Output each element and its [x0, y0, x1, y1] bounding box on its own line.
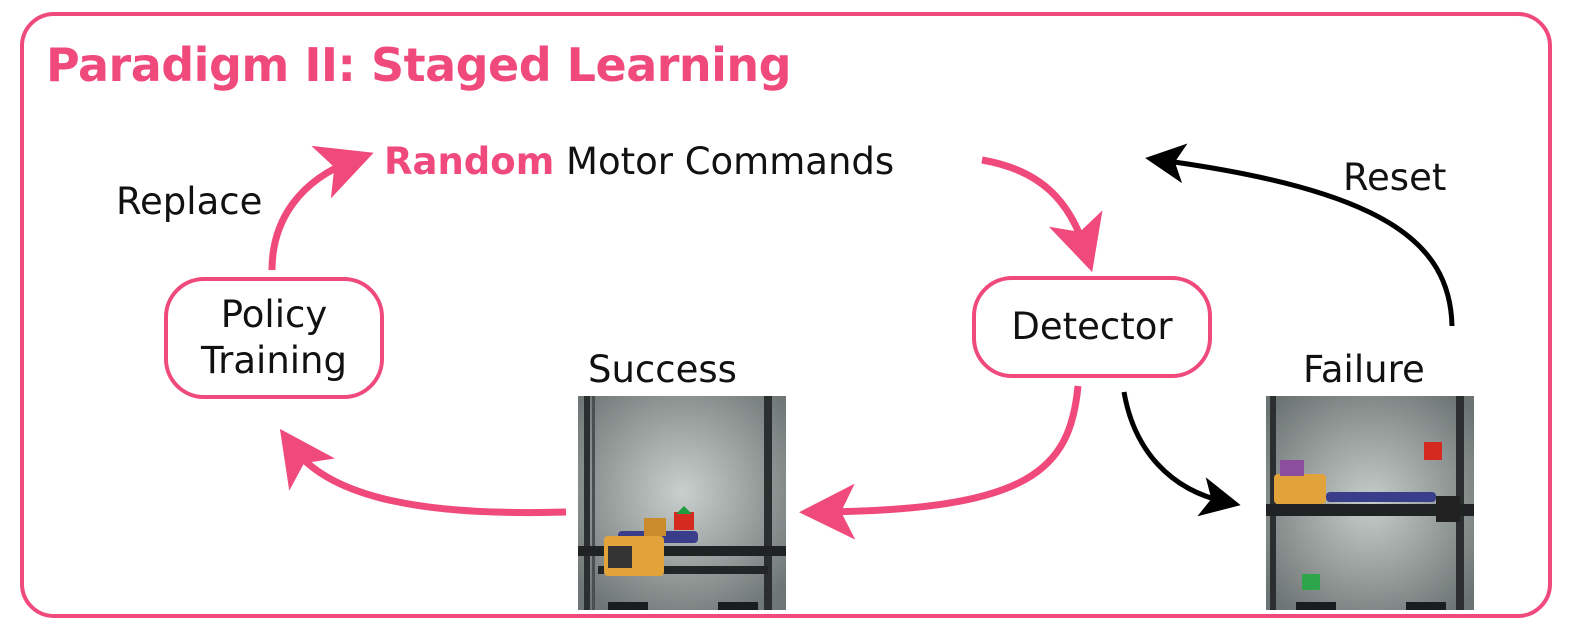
reset-label: Reset	[1343, 156, 1447, 199]
success-to-policy-arrow	[279, 428, 567, 517]
failure-photo	[1266, 396, 1474, 610]
motor-commands-label: Random Motor Commands	[384, 140, 894, 183]
success-photo	[578, 396, 786, 610]
policy-training-line2: Training	[201, 339, 347, 382]
diagram-title: Paradigm II: Staged Learning	[46, 38, 792, 92]
detector-to-failure-arrow	[1121, 391, 1241, 517]
policy-training-node: Policy Training	[164, 277, 384, 399]
detector-node: Detector	[972, 276, 1212, 378]
replace-arrow	[268, 145, 374, 271]
failure-scene-image	[1266, 396, 1474, 610]
random-word: Random	[384, 140, 555, 183]
motor-commands-text: Motor Commands	[566, 140, 895, 183]
success-label: Success	[588, 348, 737, 391]
commands-to-detector-arrow	[981, 156, 1103, 273]
diagram-frame	[20, 12, 1552, 618]
reset-arrow	[1145, 143, 1455, 327]
success-scene-image	[578, 396, 786, 610]
failure-label: Failure	[1303, 348, 1425, 391]
policy-training-line1: Policy	[220, 293, 328, 336]
replace-label: Replace	[116, 180, 263, 223]
detector-to-success-arrow	[799, 385, 1082, 540]
